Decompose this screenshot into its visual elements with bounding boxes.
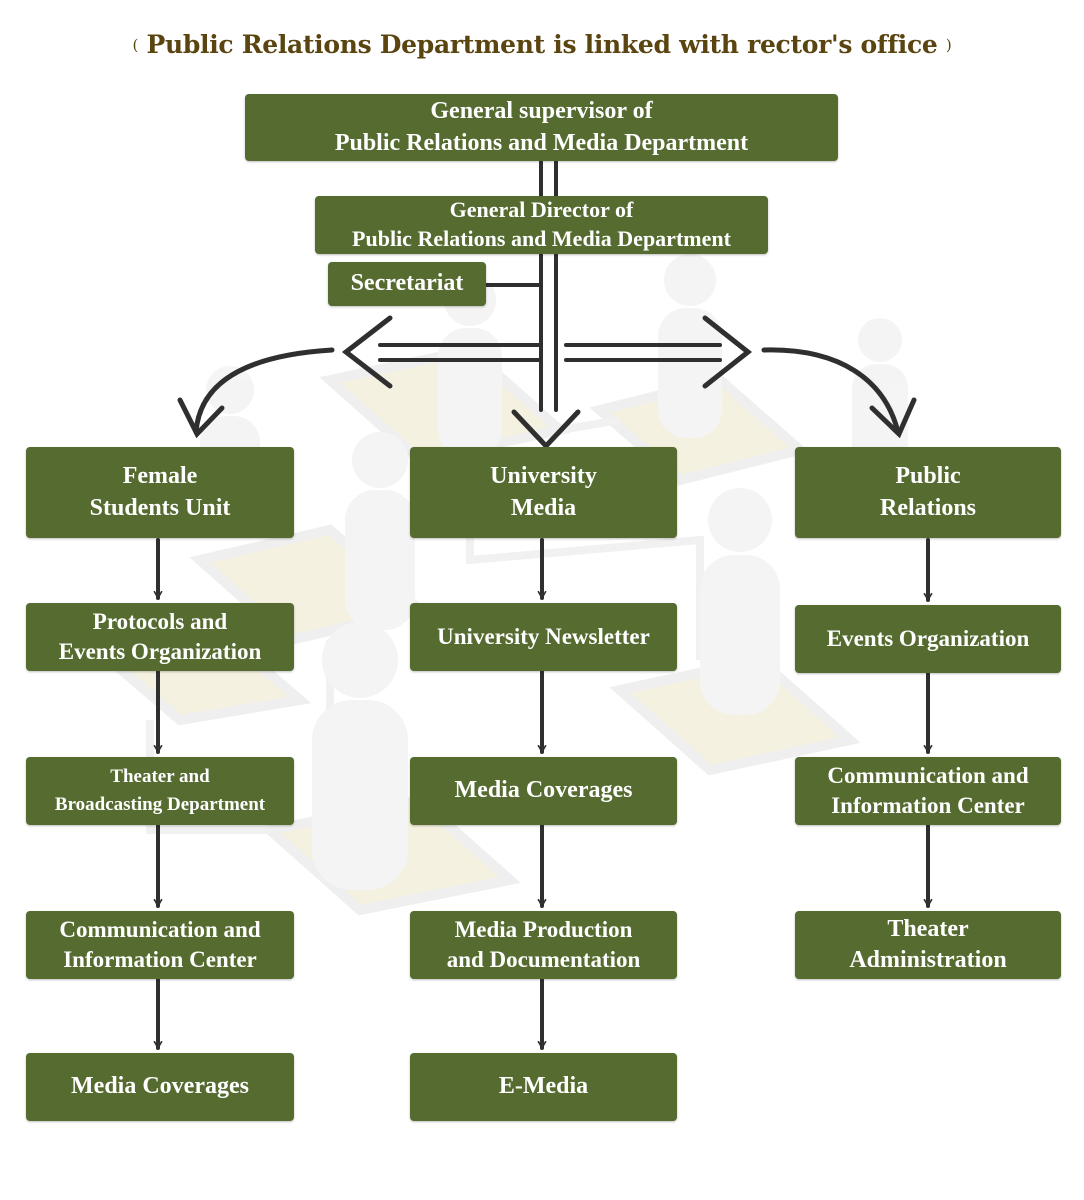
e-media-label: E-Media xyxy=(498,1073,589,1100)
theater-administration-label: Theater Administration xyxy=(849,915,1007,973)
title-text: Public Relations Department is linked wi… xyxy=(146,30,938,59)
university-media-box: University Media xyxy=(410,447,677,538)
public-relations-label: Public Relations xyxy=(880,463,976,521)
media-coverages-label-1: Media Coverages xyxy=(71,1073,249,1100)
chevron-right-icon xyxy=(702,315,753,389)
media-production-box: Media Production and Documentation xyxy=(410,911,677,979)
general-supervisor-box: General supervisor of Public Relations a… xyxy=(245,94,838,161)
media-coverages-box-2: Media Coverages xyxy=(410,757,677,825)
events-organization-label: Events Organization xyxy=(826,626,1030,652)
university-media-label: University Media xyxy=(490,463,597,521)
media-coverages-label-2: Media Coverages xyxy=(454,777,633,804)
secretariat-box: Secretariat xyxy=(328,262,486,306)
female-students-unit-box: Female Students Unit xyxy=(26,447,294,538)
protocols-events-box: Protocols and Events Organization xyxy=(26,603,294,671)
title-paren-close: ) xyxy=(945,36,952,54)
communication-info-center-box-1: Communication and Information Center xyxy=(26,911,294,979)
title-paren-open: ( xyxy=(132,36,139,54)
curved-arrow-right xyxy=(761,347,901,435)
general-director-label: General Director of Public Relations and… xyxy=(352,197,731,251)
theater-broadcasting-box: Theater and Broadcasting Department xyxy=(26,757,294,825)
communication-info-center-label-2: Communication and Information Center xyxy=(827,763,1029,818)
curved-arrow-left-head xyxy=(177,397,225,439)
protocols-events-label: Protocols and Events Organization xyxy=(58,609,262,664)
curved-arrow-left xyxy=(193,347,335,435)
curved-arrow-right-head xyxy=(869,397,917,439)
secretariat-label: Secretariat xyxy=(350,270,464,297)
communication-info-center-box-2: Communication and Information Center xyxy=(795,757,1061,825)
chevron-left-icon xyxy=(341,315,393,389)
general-director-box: General Director of Public Relations and… xyxy=(315,196,768,254)
public-relations-box: Public Relations xyxy=(795,447,1061,538)
general-supervisor-label: General supervisor of Public Relations a… xyxy=(334,98,749,156)
e-media-box: E-Media xyxy=(410,1053,677,1121)
page-title: ( Public Relations Department is linked … xyxy=(0,30,1084,59)
female-students-unit-label: Female Students Unit xyxy=(89,463,231,521)
media-production-label: Media Production and Documentation xyxy=(446,917,641,972)
university-newsletter-label: University Newsletter xyxy=(437,624,650,650)
university-newsletter-box: University Newsletter xyxy=(410,603,677,671)
chevron-down-icon xyxy=(511,409,581,450)
media-coverages-box-1: Media Coverages xyxy=(26,1053,294,1121)
events-organization-box: Events Organization xyxy=(795,605,1061,673)
communication-info-center-label-1: Communication and Information Center xyxy=(59,917,261,972)
theater-broadcasting-label: Theater and Broadcasting Department xyxy=(54,766,266,815)
theater-administration-box: Theater Administration xyxy=(795,911,1061,979)
